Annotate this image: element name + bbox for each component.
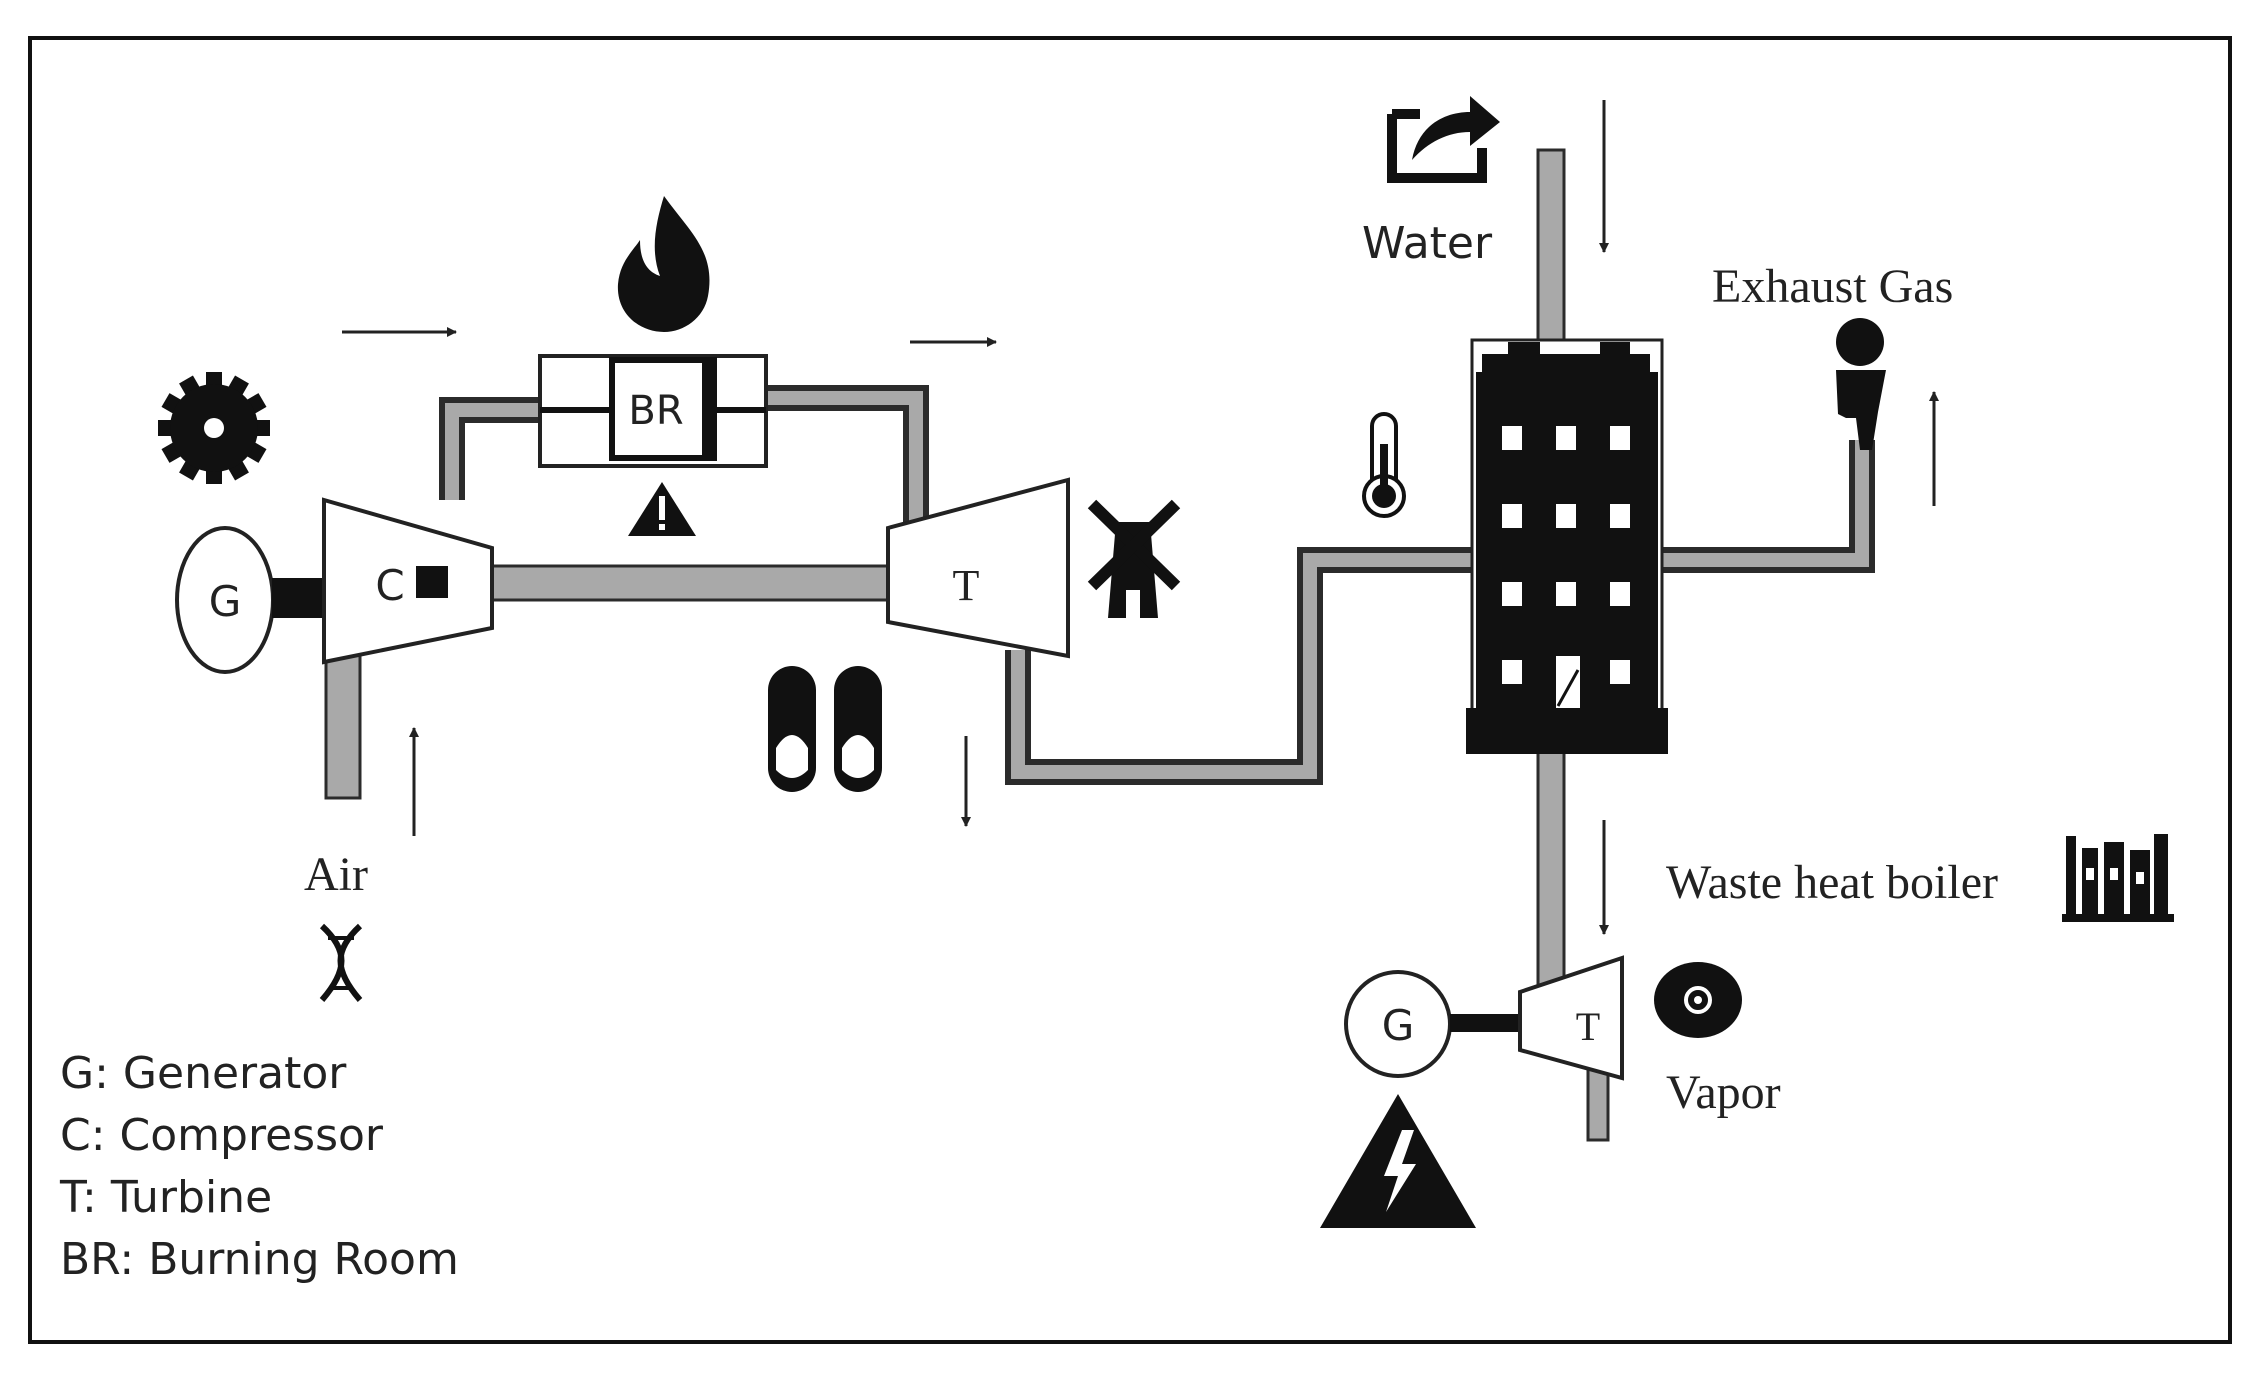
legend-item: T: Turbine <box>59 1172 272 1223</box>
books-icon <box>2062 834 2174 922</box>
svg-text:G: G <box>1382 1001 1415 1050</box>
compressor-turbine-shaft <box>488 564 892 602</box>
generator-steam: G <box>1344 970 1452 1078</box>
legend: G: Generator C: Compressor T: Turbine BR… <box>59 1048 459 1285</box>
svg-text:T: T <box>1576 1004 1600 1049</box>
svg-text:BR: BR <box>628 388 683 434</box>
dna-icon <box>319 923 363 1002</box>
exhaust-gas-label: Exhaust Gas <box>1712 260 1953 313</box>
compressor: C <box>322 497 494 665</box>
turbine-exhaust-to-boiler-pipe <box>1005 547 1478 785</box>
vapor-label: Vapor <box>1666 1066 1781 1119</box>
boiler-to-stack-pipe <box>1660 440 1875 573</box>
flow-arrows <box>342 100 1939 935</box>
legend-item: BR: Burning Room <box>60 1234 459 1285</box>
fire-icon <box>617 196 710 332</box>
air-label: Air <box>304 848 368 901</box>
thermometer-icon <box>1362 412 1406 518</box>
legend-item: G: Generator <box>60 1048 347 1099</box>
gear-icon <box>158 372 270 484</box>
slippers-icon <box>768 666 882 792</box>
high-voltage-icon <box>1320 1094 1476 1228</box>
disc-icon <box>1654 962 1742 1038</box>
diagram-frame <box>28 36 2232 1344</box>
compressor-to-burning-room-pipe <box>439 397 540 500</box>
svg-text:C: C <box>375 561 404 610</box>
turbine-steam: T <box>1518 955 1624 1081</box>
turbine-main: T <box>886 477 1070 659</box>
legend-item: C: Compressor <box>60 1110 384 1161</box>
waste-heat-boiler-label: Waste heat boiler <box>1666 856 1998 909</box>
windmill-icon <box>1087 499 1181 618</box>
air-intake-pipe <box>324 638 362 800</box>
building-icon <box>1466 338 1668 754</box>
share-icon <box>1387 96 1500 183</box>
burning-room: BR <box>538 354 768 468</box>
water-label: Water <box>1362 218 1493 269</box>
person-icon <box>1836 318 1886 450</box>
burning-room-to-turbine-pipe <box>764 385 929 530</box>
svg-text:T: T <box>953 561 980 610</box>
warning-icon <box>628 482 696 536</box>
generator-main: G <box>175 526 275 674</box>
steam-generator-shaft <box>1450 1014 1520 1032</box>
generator-shaft <box>272 578 324 618</box>
svg-text:G: G <box>209 577 242 626</box>
water-inlet-pipe <box>1536 148 1566 342</box>
